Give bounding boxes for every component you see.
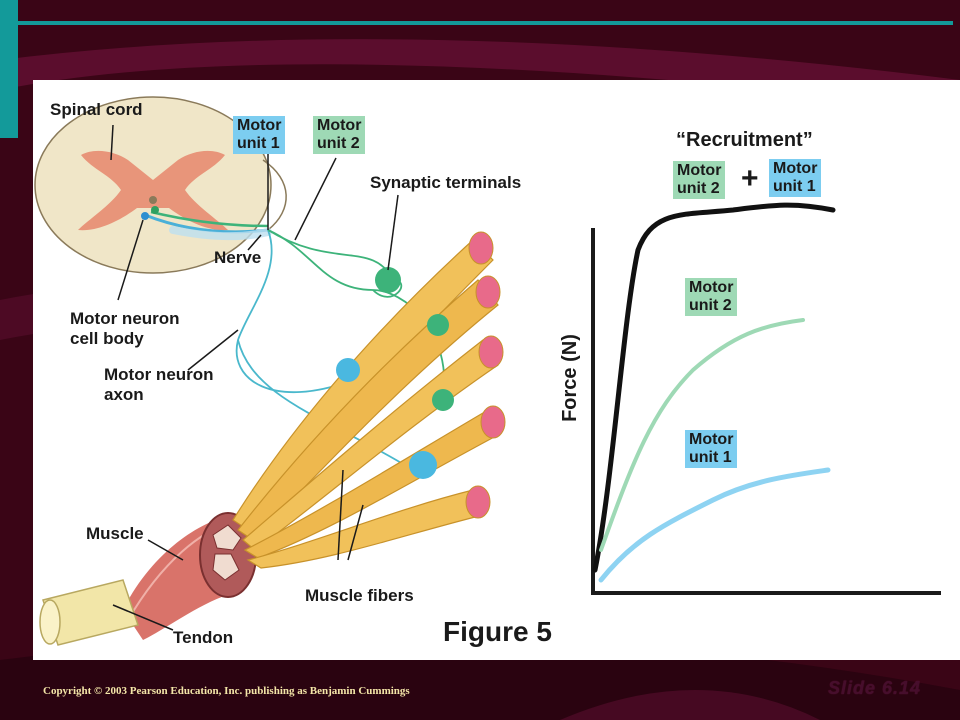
curve-recruitment [592, 202, 836, 573]
recruitment-motor-unit-2-box: Motor unit 2 [673, 161, 726, 199]
tendon-label: Tendon [173, 628, 234, 647]
motor-neuron-axon-label: Motor neuron axon [104, 365, 214, 404]
plus-sign: + [741, 162, 759, 195]
graph-axes [591, 228, 941, 595]
motor-unit-1-label: Motor unit 1 [233, 116, 286, 154]
curve-motor-unit-1 [598, 467, 831, 583]
figure-caption: Figure 5 [443, 616, 552, 647]
fiber-ends [465, 231, 506, 519]
copyright-text: Copyright © 2003 Pearson Education, Inc.… [43, 685, 410, 697]
synaptic-terminals-label: Synaptic terminals [370, 173, 522, 192]
accent-line-horizontal [18, 21, 953, 25]
nerve-label: Nerve [214, 248, 262, 267]
curve-motor-unit-2 [599, 318, 805, 552]
muscle-fibers [232, 239, 499, 569]
y-axis-label: Force (N) [559, 334, 581, 422]
muscle-label: Muscle [86, 524, 144, 543]
figure-drawing [34, 96, 941, 646]
motor-neuron-cell-body-label: Motor neuron cell body [70, 309, 180, 348]
spinal-cord-label: Spinal cord [50, 100, 143, 119]
motor-unit-1-curve-box: Motor unit 1 [685, 430, 738, 468]
motor-unit-2-label: Motor unit 2 [313, 116, 366, 154]
muscle-fibers-label: Muscle fibers [305, 586, 414, 605]
accent-bar-vertical [0, 0, 18, 138]
nerve-tube [169, 226, 272, 241]
slide-number: Slide 6.14 [828, 678, 922, 698]
motor-unit-2-curve-box: Motor unit 2 [685, 278, 738, 316]
leader-lines [110, 124, 399, 631]
spinal-cord-illustration [34, 96, 287, 274]
recruitment-motor-unit-1-box: Motor unit 1 [769, 159, 822, 197]
figure-panel: Spinal cord Motor unit 1 Motor unit 2 Sy… [33, 80, 960, 660]
synaptic-terminals [336, 267, 454, 479]
recruitment-title: “Recruitment” [676, 129, 813, 151]
